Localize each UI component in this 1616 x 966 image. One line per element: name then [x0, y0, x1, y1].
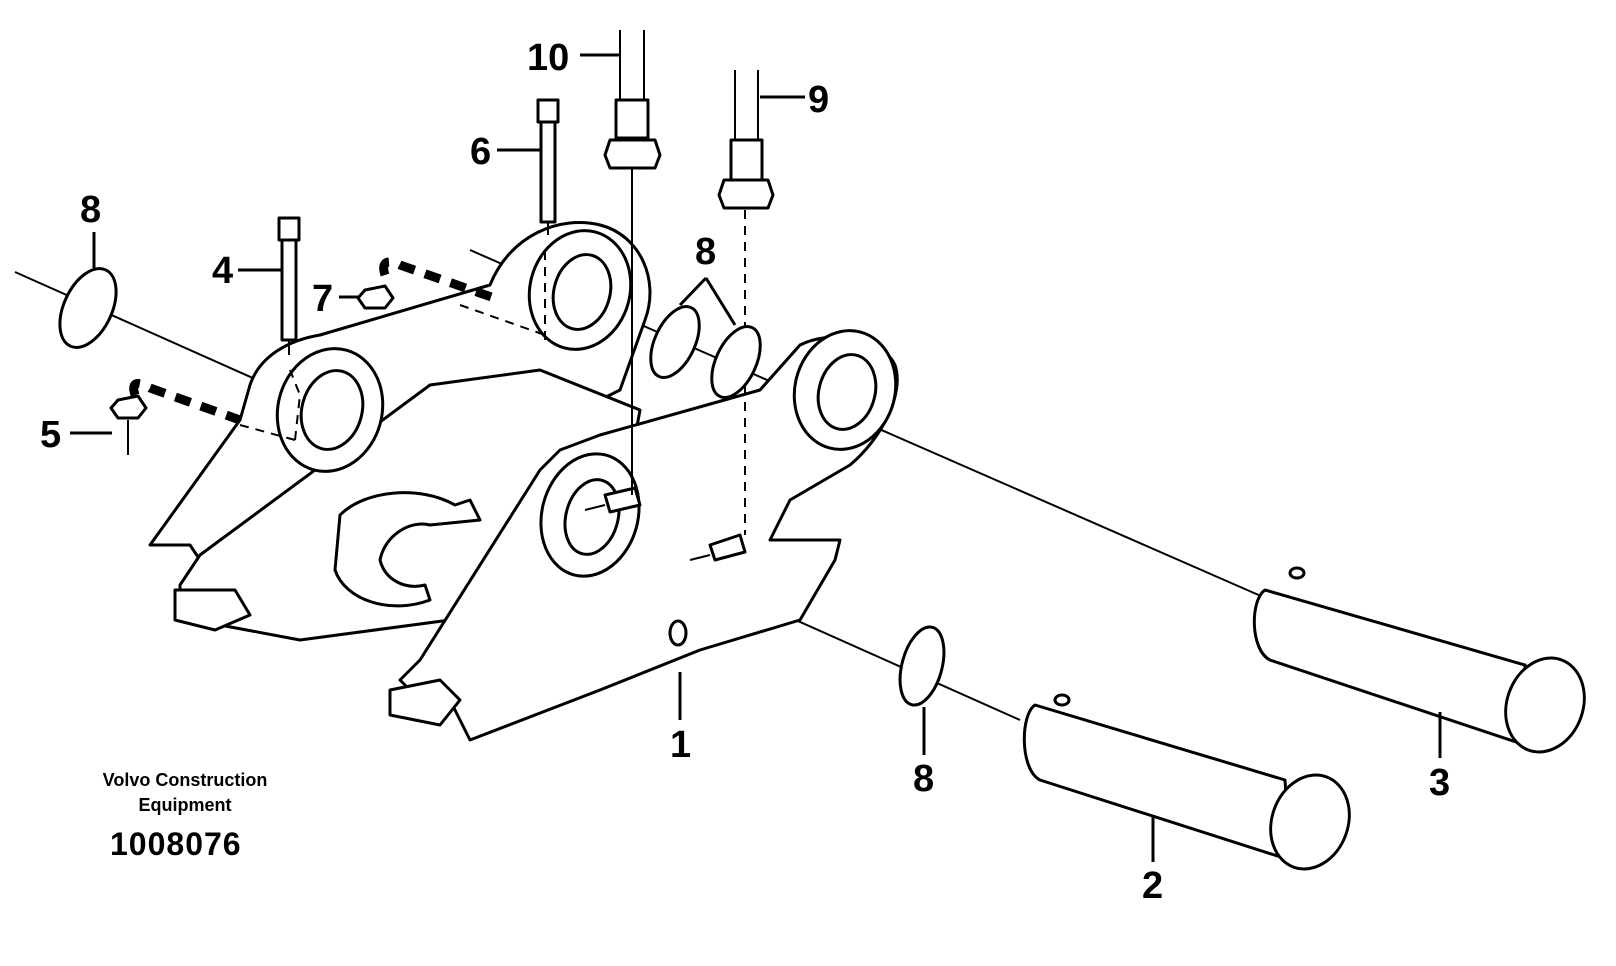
callout-5: 5	[40, 414, 61, 456]
callout-1: 1	[670, 724, 691, 766]
callout-3: 3	[1429, 762, 1450, 804]
hydraulic-hoses	[603, 30, 775, 535]
callout-6: 6	[470, 131, 491, 173]
callout-7: 7	[312, 278, 333, 320]
brand-line-1: Volvo Construction	[102, 770, 268, 790]
brand-caption: Volvo Construction Equipment	[70, 768, 300, 818]
leader-lines	[70, 53, 1442, 862]
bolts	[277, 98, 560, 355]
callout-8-bottom: 8	[913, 758, 934, 800]
pins	[1022, 566, 1586, 871]
callout-numbers: 10 9 6 8 8 4 7 5 1 8 2 3	[40, 37, 1450, 907]
coupler-frame	[148, 221, 899, 742]
callout-8-middle: 8	[695, 231, 716, 273]
callout-9: 9	[808, 79, 829, 121]
callout-8-left: 8	[80, 189, 101, 231]
o-rings	[58, 267, 946, 707]
callout-10: 10	[527, 37, 569, 79]
drawing-number: 1008076	[110, 826, 242, 862]
brand-line-2: Equipment	[138, 795, 232, 815]
callout-2: 2	[1142, 865, 1163, 907]
callout-4: 4	[212, 250, 233, 292]
